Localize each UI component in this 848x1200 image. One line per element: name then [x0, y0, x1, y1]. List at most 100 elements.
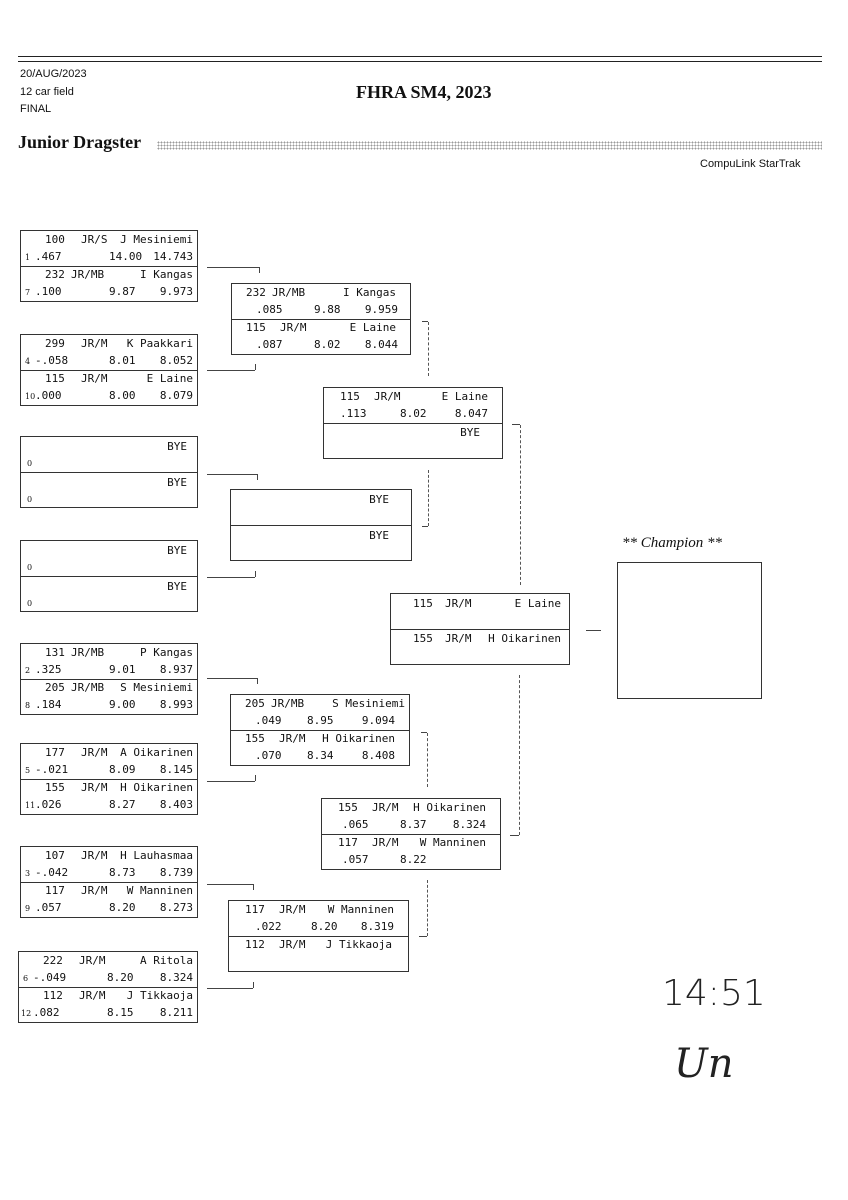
car-class: JR/M	[81, 337, 108, 350]
reaction-time: -.058	[35, 354, 69, 367]
dial-in: 8.15	[107, 1006, 134, 1019]
lane-bottom: 155 JR/M H Oikarinen 11 .026 8.27 8.403	[21, 779, 197, 815]
reaction-time: .057	[342, 853, 369, 866]
car-number: 117	[45, 884, 65, 897]
dial-in: 8.95	[307, 714, 334, 727]
connector-r1-8	[207, 988, 253, 989]
driver-name: E Laine	[441, 390, 488, 403]
dial-in: 9.01	[109, 663, 136, 676]
reaction-time: .057	[35, 901, 62, 914]
handwritten-initials: Un	[674, 1041, 733, 1087]
connector-r3-1	[520, 425, 521, 585]
car-number: 155	[45, 781, 65, 794]
connector-r1-1-tick	[259, 267, 260, 273]
connector-r2-2	[428, 470, 429, 526]
round1-match-8: 222 JR/M A Ritola 6 -.049 8.20 8.324 112…	[18, 951, 198, 1023]
car-number: 115	[246, 321, 266, 334]
car-class: JR/M	[280, 321, 307, 334]
car-number: 232	[45, 268, 65, 281]
lane-top: 117 JR/M W Manninen .022 8.20 8.319	[229, 901, 408, 936]
car-number: 205	[45, 681, 65, 694]
car-number: 112	[43, 989, 63, 1002]
champion-label: ** Champion **	[622, 535, 723, 551]
driver-name: S Mesiniemi	[332, 697, 405, 710]
elapsed-time: 8.993	[159, 698, 193, 711]
seed-number: 5	[25, 766, 31, 775]
elapsed-time: 8.937	[159, 663, 193, 676]
reaction-time: .087	[256, 338, 283, 351]
elapsed-time: 8.739	[159, 866, 193, 879]
car-class: JR/M	[372, 801, 399, 814]
car-number: 115	[413, 597, 433, 610]
car-number: 177	[45, 746, 65, 759]
bye-label: BYE	[167, 440, 187, 453]
elapsed-time: 8.211	[159, 1006, 193, 1019]
lane-bottom: 115 JR/M E Laine 10 .000 8.00 8.079	[21, 370, 197, 406]
car-class: JR/MB	[71, 681, 105, 694]
car-class: JR/M	[81, 372, 108, 385]
dial-in: 8.01	[109, 354, 136, 367]
car-number: 100	[45, 233, 65, 246]
connector-r1-5-tick	[257, 678, 258, 684]
lane-top: 115 JR/M E Laine .113 8.02 8.047	[324, 388, 502, 423]
bye-label: BYE	[369, 493, 389, 506]
elapsed-time: 8.079	[159, 389, 193, 402]
connector-r1-8-tick	[253, 982, 254, 988]
dial-in: 9.00	[109, 698, 136, 711]
car-class: JR/M	[445, 597, 472, 610]
lane-bottom: 205 JR/MB S Mesiniemi 8 .184 9.00 8.993	[21, 679, 197, 715]
reaction-time: -.021	[35, 763, 69, 776]
dial-in: 8.34	[307, 749, 334, 762]
driver-name: I Kangas	[140, 268, 193, 281]
seed-number: 2	[25, 666, 31, 675]
lane-top: 115 JR/M E Laine	[391, 594, 569, 629]
driver-name: H Lauhasmaa	[120, 849, 193, 862]
connector-r3-1-cap	[512, 424, 520, 425]
lane-top: 155 JR/M H Oikarinen .065 8.37 8.324	[322, 799, 500, 834]
final-match: 115 JR/M E Laine 155 JR/M H Oikarinen	[390, 593, 570, 665]
reaction-time: .049	[255, 714, 282, 727]
dial-in: 8.73	[109, 866, 136, 879]
elapsed-time: 9.959	[364, 303, 398, 316]
car-class: JR/MB	[71, 646, 105, 659]
round1-match-7: 107 JR/M H Lauhasmaa 3 -.042 8.73 8.739 …	[20, 846, 198, 918]
dial-in: 9.88	[314, 303, 341, 316]
connector-r2-3-cap	[421, 732, 427, 733]
elapsed-time: 9.973	[159, 285, 193, 298]
header-rule-top	[18, 56, 822, 57]
champion-box	[617, 562, 762, 699]
connector-final	[586, 630, 601, 631]
car-class: JR/M	[374, 390, 401, 403]
connector-r1-3-tick	[257, 474, 258, 480]
lane-bottom: 155 JR/M H Oikarinen	[391, 629, 569, 665]
car-number: 155	[413, 632, 433, 645]
reaction-time: .085	[256, 303, 283, 316]
round1-match-2: 299 JR/M K Paakkari 4 -.058 8.01 8.052 1…	[20, 334, 198, 406]
connector-r2-1	[428, 322, 429, 376]
car-class: JR/M	[445, 632, 472, 645]
lane-top: 299 JR/M K Paakkari 4 -.058 8.01 8.052	[21, 335, 197, 370]
round3-match-2: 155 JR/M H Oikarinen .065 8.37 8.324 117…	[321, 798, 501, 870]
car-number: 155	[338, 801, 358, 814]
lane-bottom: 232 JR/MB I Kangas 7 .100 9.87 9.973	[21, 266, 197, 302]
elapsed-time: 8.052	[159, 354, 193, 367]
elapsed-time: 9.094	[361, 714, 395, 727]
dial-in: 8.09	[109, 763, 136, 776]
driver-name: E Laine	[514, 597, 561, 610]
connector-r1-6-tick	[255, 775, 256, 781]
round1-match-5: 131 JR/MB P Kangas 2 .325 9.01 8.937 205…	[20, 643, 198, 715]
car-number: 232	[246, 286, 266, 299]
dial-in: 8.27	[109, 798, 136, 811]
car-class: JR/MB	[71, 268, 105, 281]
connector-r3-2-cap	[510, 835, 519, 836]
dial-in: 8.20	[311, 920, 338, 933]
driver-name: A Oikarinen	[120, 746, 193, 759]
seed-number: 6	[23, 974, 29, 983]
bye-label: BYE	[167, 544, 187, 557]
elapsed-time: 8.319	[360, 920, 394, 933]
reaction-time: .082	[33, 1006, 60, 1019]
lane-top: 222 JR/M A Ritola 6 -.049 8.20 8.324	[19, 952, 197, 987]
reaction-time: .022	[255, 920, 282, 933]
reaction-time: -.049	[33, 971, 67, 984]
field-size: 12 car field	[20, 86, 74, 98]
